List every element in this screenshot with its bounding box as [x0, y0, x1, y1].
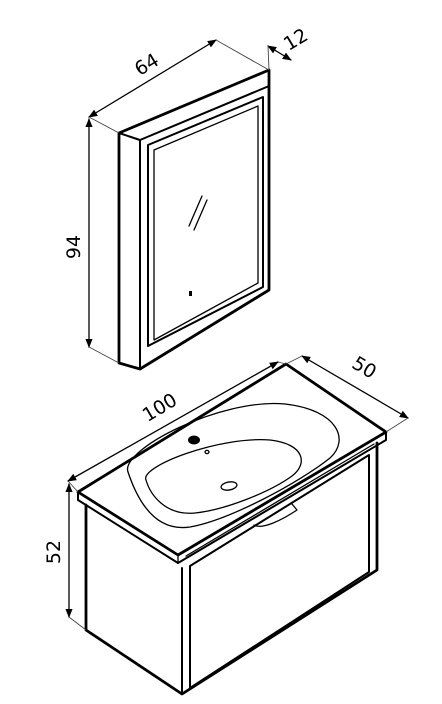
vanity-cabinet-body — [84, 441, 379, 696]
mirror-sensor-icon — [189, 291, 192, 296]
mirror-inner-frame — [147, 96, 264, 347]
vanity-countertop — [76, 362, 388, 557]
basin-drain-icon — [220, 481, 238, 491]
mirror-depth-dimension-line — [267, 45, 292, 61]
vanity-depth-dimension-line — [301, 355, 409, 419]
vanity-width-dimension-line — [67, 361, 279, 482]
mirror-depth-label: 12 — [280, 24, 312, 55]
mirror-outer-frame — [117, 68, 271, 371]
vanity-drawer-gap — [185, 443, 375, 557]
mirror-width-dimension-line — [88, 39, 217, 118]
basin-underside — [253, 503, 298, 527]
mirror-reflection-mark — [193, 199, 208, 231]
vanity-unit: 100 50 52 — [43, 352, 409, 696]
basin-inner-bowl — [145, 439, 302, 514]
tap-hole-icon — [188, 435, 200, 445]
mirror-reflection-mark — [188, 195, 203, 227]
vanity-height-label: 52 — [43, 540, 65, 564]
mirror-cabinet: 64 12 94 — [63, 24, 312, 371]
mirror-glass — [153, 105, 259, 341]
vanity-depth-label: 50 — [348, 352, 380, 383]
mirror-top-edge — [118, 85, 270, 141]
basin-overflow-icon — [204, 449, 210, 455]
mirror-height-label: 94 — [63, 235, 85, 259]
vanity-countertop-edge — [77, 431, 387, 564]
vanity-drawer-front — [189, 454, 370, 689]
